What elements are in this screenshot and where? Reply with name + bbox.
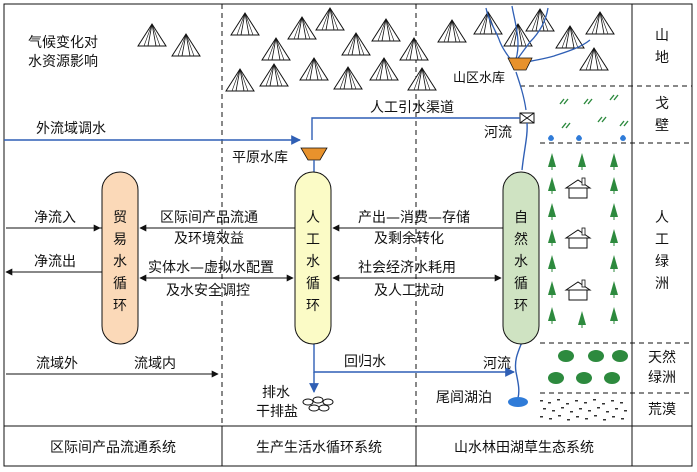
artificial-cycle-char: 环 xyxy=(306,298,320,314)
zone-mountain-label: 山 地 xyxy=(655,28,669,66)
water-system-label: 生产生活水循环系统 xyxy=(256,440,382,456)
virtual-water-label-2: 及水安全调控 xyxy=(166,282,250,299)
zone-natural-oasis-label-1: 天然 xyxy=(648,349,676,366)
salt-drainage-icon xyxy=(302,396,334,412)
mountain-icons xyxy=(137,7,615,92)
net-outflow-label: 净流出 xyxy=(34,254,76,270)
artificial-cycle-char: 水 xyxy=(306,254,320,270)
product-flow-label-1: 区际间产品流通 xyxy=(160,210,258,226)
output-label-2: 及剩余转化 xyxy=(374,230,444,247)
output-label-1: 产出—消费—存储 xyxy=(358,210,470,226)
zone-separators xyxy=(520,85,692,394)
trade-cycle-char: 循 xyxy=(113,276,127,292)
plain-reservoir-label: 平原水库 xyxy=(232,150,288,166)
farmhouse-icons xyxy=(565,177,591,301)
zone-desert-label: 荒漠 xyxy=(648,402,676,418)
artificial-canal-label: 人工引水渠道 xyxy=(370,100,454,116)
river-label-top: 河流 xyxy=(484,125,512,141)
river-lower-channel xyxy=(514,341,523,399)
zone-mountain-char: 山 xyxy=(655,28,669,44)
ecosystem-label: 山水林田湖草生态系统 xyxy=(454,440,594,456)
zone-gobi-char: 戈 xyxy=(655,96,669,112)
outer-frame xyxy=(3,3,693,467)
desert-texture xyxy=(540,399,627,421)
inter-basin-transfer-label: 外流域调水 xyxy=(36,121,106,137)
gobi-grass-icons xyxy=(559,94,629,129)
outside-basin-label: 流域外 xyxy=(36,356,78,372)
artificial-cycle-char: 工 xyxy=(306,232,320,248)
sluice-gate-icon xyxy=(519,112,535,124)
zone-gobi-label: 戈 壁 xyxy=(655,96,669,134)
virtual-water-label-1: 实体水—虚拟水配置 xyxy=(148,260,274,276)
river-label-bottom: 河流 xyxy=(483,356,511,372)
natural-cycle-label: 自 然 水 循 环 xyxy=(514,210,528,314)
trade-cycle-char: 环 xyxy=(113,298,127,314)
artificial-cycle-char: 人 xyxy=(306,210,320,226)
product-system-label: 区际间产品流通系统 xyxy=(50,440,176,456)
natural-cycle-char: 环 xyxy=(514,298,528,314)
social-water-label-1: 社会经济水耗用 xyxy=(358,260,456,276)
return-water-label: 回归水 xyxy=(344,353,386,370)
zone-natural-oasis-label-2: 绿洲 xyxy=(648,370,676,386)
natural-cycle-char: 自 xyxy=(514,210,528,226)
climate-label-2: 水资源影响 xyxy=(28,54,98,70)
trade-cycle-char: 贸 xyxy=(113,210,127,226)
zone-oasis-char: 人 xyxy=(655,210,669,226)
artificial-cycle-capsule xyxy=(294,171,332,345)
drainage-label-2: 干排盐 xyxy=(256,404,298,420)
trade-cycle-capsule xyxy=(101,171,139,345)
zone-oasis-char: 洲 xyxy=(655,276,669,292)
zone-artificial-oasis-label: 人 工 绿 洲 xyxy=(655,210,669,292)
drainage-label-1: 排水 xyxy=(262,385,290,401)
tail-lake-label: 尾闾湖泊 xyxy=(436,390,492,406)
artificial-cycle-char: 循 xyxy=(306,276,320,292)
trade-cycle-char: 水 xyxy=(113,254,127,270)
product-flow-label-2: 及环境效益 xyxy=(174,231,244,247)
zone-oasis-char: 工 xyxy=(655,232,669,248)
natural-oasis-bush-icons xyxy=(548,350,628,384)
water-drop-icons xyxy=(548,135,626,141)
plain-reservoir-icon xyxy=(300,147,328,161)
natural-cycle-char: 然 xyxy=(514,231,528,248)
climate-label-1: 气候变化对 xyxy=(28,35,98,51)
tail-lake-icon xyxy=(508,397,528,407)
river-main-channel xyxy=(521,122,528,171)
artificial-canal-line xyxy=(311,117,520,140)
zone-gobi-char: 壁 xyxy=(655,118,669,134)
mountain-reservoir-label: 山区水库 xyxy=(453,70,505,86)
natural-cycle-capsule xyxy=(502,171,540,345)
inside-basin-label: 流域内 xyxy=(134,356,176,372)
mountain-reservoir-icon xyxy=(507,57,533,71)
zone-oasis-char: 绿 xyxy=(655,254,669,270)
trade-cycle-char: 易 xyxy=(113,232,127,248)
zone-mountain-char: 地 xyxy=(655,50,669,66)
trade-cycle-label: 贸 易 水 循 环 xyxy=(113,210,127,314)
net-inflow-label: 净流入 xyxy=(34,210,76,226)
natural-cycle-char: 水 xyxy=(514,254,528,270)
natural-cycle-char: 循 xyxy=(514,276,528,292)
social-water-label-2: 及人工扰动 xyxy=(374,283,444,299)
artificial-cycle-label: 人 工 水 循 环 xyxy=(306,210,320,314)
